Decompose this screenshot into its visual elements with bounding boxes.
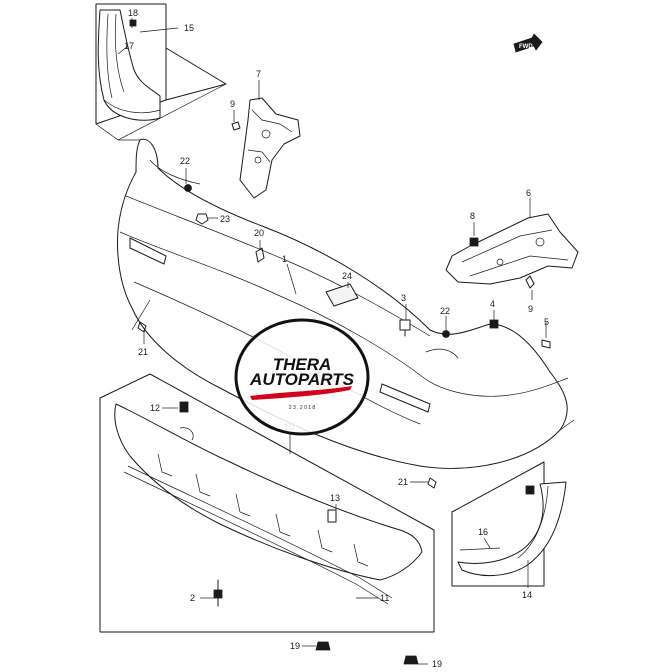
part-label: 9	[230, 99, 235, 109]
part-label: 9	[528, 304, 533, 314]
part-label: 19	[432, 659, 442, 669]
screw-9-upper	[231, 121, 241, 131]
screw-5	[541, 339, 551, 349]
part-label: 12	[150, 403, 160, 413]
part-label: 1	[282, 254, 287, 264]
part-labels: 18 15 17 7 9 22 23 20 1 24 3 22 4 5 8 6 …	[124, 8, 549, 669]
part-label: 6	[526, 188, 531, 198]
part-label: 15	[184, 23, 194, 33]
part-label: 22	[440, 306, 450, 316]
logo-ring	[234, 318, 370, 436]
reflector-pad-24	[325, 283, 359, 307]
part-label: 19	[290, 641, 300, 651]
clip-22-lower	[442, 330, 450, 338]
bolt-19-right	[403, 655, 419, 665]
clip-4	[489, 319, 499, 329]
part-label: 16	[478, 527, 488, 537]
phantom-lines	[118, 139, 575, 431]
rear-bumper-cover	[117, 138, 569, 469]
bolt-3	[399, 319, 411, 337]
side-bracket-7	[239, 97, 301, 199]
watermark-logo: THERA AUTOPARTS 2 3 . 2 0 1 8	[234, 318, 370, 436]
part-label: 21	[138, 347, 148, 357]
part-label: 14	[522, 590, 532, 600]
fwd-arrow-icon: FWD	[513, 33, 543, 53]
skirt-slots	[157, 453, 369, 567]
inset-panel-rear-fender-liner	[95, 3, 227, 141]
lower-skirt-panel	[99, 373, 435, 633]
logo-line-2: AUTOPARTS	[249, 370, 355, 389]
inset-panel-corner-bracket	[451, 461, 567, 587]
part-label: 4	[490, 299, 495, 309]
svg-text:FWD: FWD	[519, 44, 533, 50]
clip-12	[179, 401, 189, 413]
screw-21-lower	[427, 477, 437, 489]
clip-13	[327, 509, 337, 523]
logo-stamp: 2 3 . 2 0 1 8	[289, 405, 316, 411]
bolt-2	[213, 579, 223, 607]
logo-line-1: THERA	[273, 355, 332, 374]
part-label: 13	[330, 493, 340, 503]
part-label: 22	[180, 156, 190, 166]
part-label: 7	[256, 69, 261, 79]
screw-9-lower	[525, 275, 535, 289]
part-label: 24	[342, 271, 352, 281]
bolt-19-left	[315, 641, 331, 651]
part-label: 23	[220, 214, 230, 224]
part-label: 11	[380, 593, 389, 603]
leader-lines	[117, 18, 547, 665]
nut-23	[195, 213, 209, 225]
part-label: 17	[124, 41, 134, 51]
part-label: 2	[190, 593, 195, 603]
part-label: 5	[544, 317, 549, 327]
clip-22-upper	[184, 184, 192, 192]
part-label: 18	[128, 8, 138, 18]
side-bracket-6	[445, 213, 579, 285]
part-label: 20	[254, 228, 264, 238]
part-label: 21	[398, 477, 408, 487]
fasteners	[137, 121, 551, 665]
part-label: 8	[470, 211, 475, 221]
logo-swoosh	[250, 386, 352, 400]
part-label: 3	[401, 293, 406, 303]
